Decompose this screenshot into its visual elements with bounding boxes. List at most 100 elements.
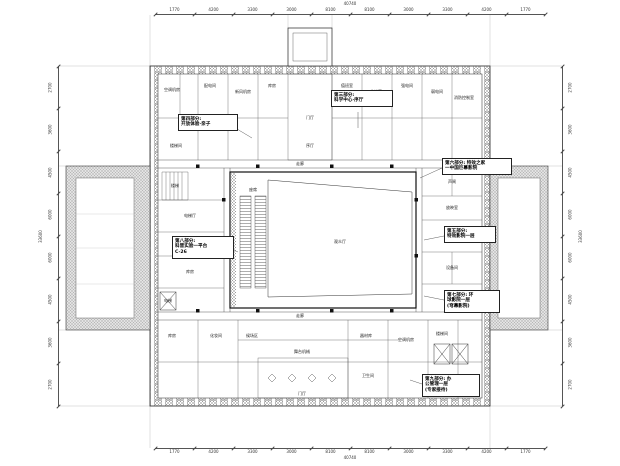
dim-label: 2700	[47, 379, 53, 390]
dim-label: 6000	[47, 252, 53, 263]
room-label: 舞台机械	[294, 349, 310, 354]
room-label: 配电间	[204, 83, 216, 88]
dim-label: 3000	[403, 6, 414, 12]
dim-overall: 33600	[577, 229, 583, 243]
room-label: 声闸	[448, 179, 456, 184]
left-rooms	[158, 171, 224, 289]
dim-label: 3000	[286, 6, 297, 12]
room-label: 楼梯	[171, 183, 179, 188]
room-label: 值班室	[341, 83, 353, 88]
dim-label: 1770	[169, 6, 180, 12]
room-label: 走廊	[296, 313, 304, 318]
callout-line: 第三部分:	[334, 92, 355, 98]
dim-label: 1770	[520, 6, 531, 12]
room-label: 楼梯间	[436, 331, 448, 336]
room-label: 电梯厅	[184, 213, 196, 218]
left-wing	[65, 165, 151, 331]
dim-label: 2700	[47, 82, 53, 93]
seating-block	[254, 195, 267, 289]
callout-part9: 第九部分: 办 公管理一层 (专家接待)	[422, 374, 480, 397]
callout-line: (穹幕影院)	[447, 304, 470, 310]
seating-block	[239, 195, 252, 289]
dim-label: 2700	[567, 379, 573, 390]
dim-label: 6000	[47, 209, 53, 220]
dim-label: 2700	[567, 82, 573, 93]
dim-label: 6000	[567, 252, 573, 263]
callout-part4: 第四部分: 开放体验·亲子	[178, 114, 238, 131]
central-hall	[229, 171, 417, 309]
room-label: 候场区	[246, 333, 258, 338]
dim-label: 8100	[325, 6, 336, 12]
callout-part6: 第六部分: 特效之家 一中国巨幕影院	[442, 158, 512, 175]
callout-line: 特效影院一层	[447, 234, 475, 240]
dim-label: 4200	[481, 6, 492, 12]
dim-label: 3600	[567, 124, 573, 135]
callout-line: 第八部分:	[175, 238, 196, 244]
dim-label: 3600	[47, 124, 53, 135]
callout-line: 球影院一层	[447, 298, 470, 304]
callout-part3: 第三部分: 科学中心·序厅	[331, 90, 393, 107]
dim-label: 4200	[481, 448, 492, 454]
callout-leaders	[227, 112, 445, 385]
room-label: 库房	[168, 333, 176, 338]
right-rooms	[422, 168, 482, 285]
dim-label: 4500	[567, 294, 573, 305]
dim-label: 6000	[567, 209, 573, 220]
dim-label: 4500	[567, 167, 573, 178]
callout-line: 科普实验一平台	[175, 244, 208, 250]
room-label: 库房	[268, 83, 276, 88]
dim-overall: 40740	[343, 454, 357, 460]
stage-equipment	[267, 373, 337, 383]
dim-label: 1770	[520, 448, 531, 454]
dim-label: 3300	[247, 6, 258, 12]
dim-label: 4500	[47, 294, 53, 305]
callout-part8: 第八部分: 科普实验一平台 C-26	[172, 236, 234, 259]
room-label: 电梯	[164, 298, 172, 303]
dim-label: 8100	[325, 448, 336, 454]
room-label: 库房	[186, 269, 194, 274]
dim-label: 4200	[208, 6, 219, 12]
callout-line: 第六部分: 特效之家	[445, 160, 486, 166]
room-label: 观众厅	[334, 239, 346, 244]
room-label: 空调机房	[164, 87, 180, 92]
dim-label: 3300	[442, 448, 453, 454]
dim-label: 3300	[442, 6, 453, 12]
callout-line: 第七部分: 环	[447, 292, 474, 298]
dim-overall: 40740	[343, 0, 357, 6]
room-label: 门厅	[306, 115, 314, 120]
bottom-rooms	[158, 320, 482, 399]
room-label: 放映室	[446, 205, 458, 210]
room-label: 器材库	[360, 333, 372, 338]
callout-part5: 第五部分: 特效影院一层	[444, 226, 496, 243]
dim-overall: 33600	[37, 229, 43, 243]
extension-lines	[58, 15, 562, 448]
callout-line: C-26	[175, 250, 187, 256]
room-label: 序厅	[306, 143, 314, 148]
room-label: 座席	[249, 187, 257, 192]
callout-line: 科学中心·序厅	[334, 98, 364, 104]
callout-line: 一中国巨幕影院	[445, 166, 478, 172]
callout-part7: 第七部分: 环 球影院一层 (穹幕影院)	[444, 290, 500, 313]
callout-line: 第五部分:	[447, 228, 468, 234]
dim-label: 3600	[47, 337, 53, 348]
entrance-canopy	[287, 27, 333, 67]
dim-label: 4500	[47, 167, 53, 178]
dim-label: 3300	[247, 448, 258, 454]
dim-label: 3600	[567, 337, 573, 348]
dim-label: 1770	[169, 448, 180, 454]
dim-label: 3000	[286, 448, 297, 454]
room-label: 弱电间	[431, 89, 443, 94]
dim-label: 4200	[208, 448, 219, 454]
elevator-shafts	[159, 291, 469, 365]
callout-line: (专家接待)	[425, 388, 448, 394]
right-wing	[489, 165, 549, 331]
room-label: 门厅	[298, 391, 306, 396]
callout-line: 第四部分:	[181, 116, 202, 122]
room-label: 卫生间	[362, 373, 374, 378]
room-label: 新风机房	[235, 89, 251, 94]
callout-line: 第九部分: 办	[425, 376, 452, 382]
room-label: 设备间	[446, 265, 458, 270]
room-label: 化妆间	[210, 333, 222, 338]
